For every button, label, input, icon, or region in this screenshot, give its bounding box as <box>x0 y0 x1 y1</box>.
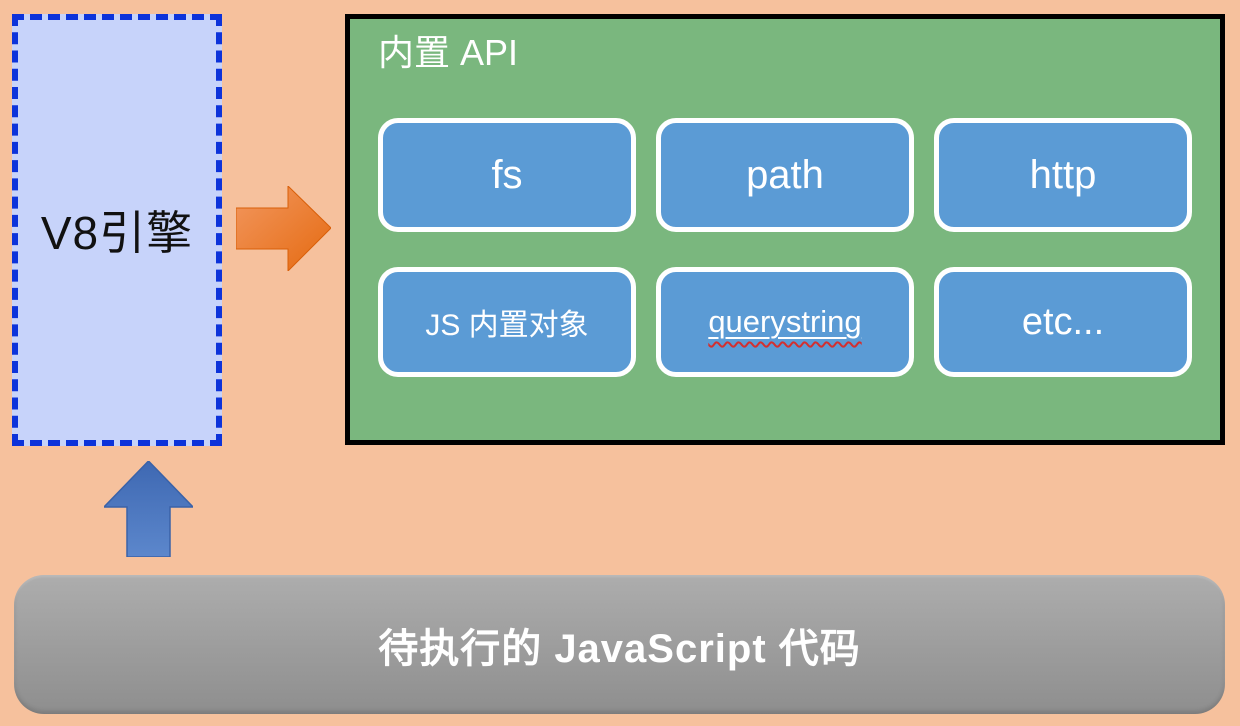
v8-engine-box: V8引擎 <box>12 14 222 446</box>
spellcheck-wavy-underline: querystring <box>708 304 862 339</box>
api-module-row-1: fs path http <box>378 118 1192 232</box>
module-fs: fs <box>378 118 636 232</box>
module-path-label: path <box>746 152 824 197</box>
module-querystring-label: querystring <box>708 304 861 340</box>
api-module-grid: fs path http JS 内置对象 querystring etc... <box>378 118 1192 377</box>
builtin-api-panel: 内置 API fs path http JS 内置对象 querystring <box>345 14 1225 445</box>
module-http: http <box>934 118 1192 232</box>
module-js-builtin-objects-label: JS 内置对象 <box>425 309 589 342</box>
module-querystring: querystring <box>656 267 914 377</box>
module-fs-label: fs <box>491 152 523 197</box>
module-etc: etc... <box>934 267 1192 377</box>
v8-engine-label: V8引擎 <box>40 207 194 259</box>
module-path: path <box>656 118 914 232</box>
js-code-box: 待执行的 JavaScript 代码 <box>14 575 1225 714</box>
api-module-row-2: JS 内置对象 querystring etc... <box>378 267 1192 377</box>
module-http-label: http <box>1029 152 1097 197</box>
up-arrow-icon <box>104 461 193 557</box>
module-js-builtin-objects: JS 内置对象 <box>378 267 636 377</box>
js-code-label: 待执行的 JavaScript 代码 <box>378 626 861 671</box>
right-arrow-icon <box>236 186 331 271</box>
module-etc-label: etc... <box>1021 300 1105 343</box>
builtin-api-title: 内置 API <box>378 32 519 73</box>
